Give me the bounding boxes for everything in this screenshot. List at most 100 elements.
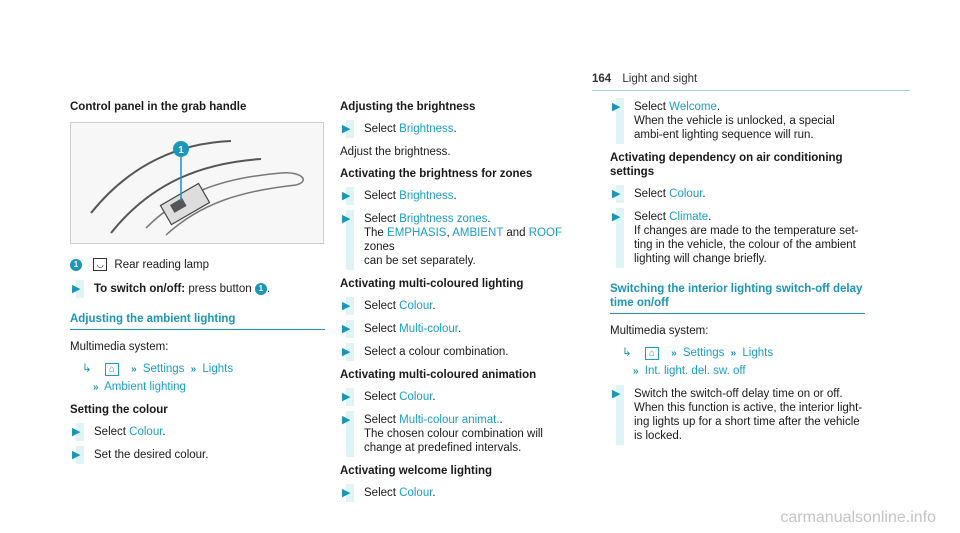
multimedia-label: Multimedia system:: [70, 341, 169, 353]
step-select-welcome: ▶ Select Welcome. When the vehicle is un…: [610, 98, 865, 144]
grab-handle-figure: 1: [70, 122, 324, 244]
option-colour[interactable]: Colour: [129, 426, 163, 438]
step-arrow-icon: ▶: [612, 101, 621, 113]
step-text: zones: [364, 241, 395, 253]
zone-emphasis[interactable]: EMPHASIS: [387, 227, 447, 239]
home-icon: ⌂: [104, 363, 119, 376]
option-welcome[interactable]: Welcome: [669, 101, 717, 113]
step-arrow-icon: ▶: [342, 190, 351, 202]
step-arrow-icon: ▶: [342, 346, 351, 358]
step-arrow-icon: ▶: [342, 391, 351, 403]
reading-lamp-icon: ◡: [93, 258, 108, 272]
step-select-brightness-2: ▶ Select Brightness.: [340, 187, 580, 205]
punct: .: [432, 300, 436, 312]
step-text: and: [506, 227, 526, 239]
watermark: carmanualsonline.info: [780, 509, 936, 526]
menu-ambient-lighting[interactable]: Ambient lighting: [104, 381, 186, 393]
subheading-welcome: Activating welcome lighting: [340, 465, 493, 477]
subheading-air-conditioning: Activating dependency on air conditionin…: [610, 152, 843, 178]
menu-lights[interactable]: Lights: [742, 347, 774, 359]
step-arrow-icon: ▶: [342, 414, 351, 426]
step-arrow-icon: ▶: [612, 188, 621, 200]
multimedia-label: Multimedia system:: [610, 325, 709, 337]
option-brightness[interactable]: Brightness: [399, 123, 454, 135]
chevron-icon: »: [131, 364, 137, 375]
step-select-animation: ▶ Select Multi-colour animat.. The chose…: [340, 411, 580, 457]
option-colour[interactable]: Colour: [669, 188, 703, 200]
subheading-multicolour: Activating multi-coloured lighting: [340, 278, 524, 290]
step-select-climate: ▶ Select Climate. If changes are made to…: [610, 208, 865, 268]
punct: .: [499, 414, 503, 426]
punct: .: [162, 426, 166, 438]
step-text: Select: [94, 426, 126, 438]
step-arrow-icon: ▶: [72, 283, 81, 295]
menu-path: ↳ ⌂ » Settings » Lights » Ambient lighti…: [70, 362, 325, 395]
step-switch-delay: ▶ Switch the switch-off delay time on or…: [610, 385, 865, 445]
callout-number: 1: [254, 282, 267, 295]
step-text: Select: [364, 300, 396, 312]
section-title-switch-off-delay: Switching the interior lighting switch-o…: [610, 282, 865, 314]
menu-settings[interactable]: Settings: [682, 347, 725, 359]
menu-int-light-del[interactable]: Int. light. del. sw. off: [644, 365, 746, 377]
step-text: Select: [634, 211, 666, 223]
chevron-icon: »: [190, 364, 197, 375]
option-colour[interactable]: Colour: [399, 391, 433, 403]
svg-text:1: 1: [178, 145, 184, 156]
heading-brightness: Adjusting the brightness: [340, 101, 476, 113]
step-select-brightness: ▶ Select Brightness.: [340, 120, 580, 138]
step-text: Select: [364, 414, 396, 426]
menu-path: ↳ ⌂ » Settings » Lights » Int. light. de…: [610, 346, 865, 379]
chevron-icon: »: [633, 366, 639, 377]
legend-item: 1 ◡ Rear reading lamp: [70, 258, 325, 272]
step-arrow-icon: ▶: [342, 487, 351, 499]
page-header: 164 Light and sight: [592, 73, 697, 85]
adjust-brightness-text: Adjust the brightness.: [340, 146, 451, 158]
step-text: Select: [364, 487, 396, 499]
step-arrow-icon: ▶: [72, 449, 81, 461]
step-text: Switch the switch-off delay time on or o…: [634, 388, 863, 442]
step-select-colour: ▶ Select Colour.: [340, 297, 580, 315]
punct: .: [453, 123, 457, 135]
punct: .: [702, 188, 706, 200]
callout-number: 1: [70, 258, 82, 271]
step-select-multicolour: ▶ Select Multi-colour.: [340, 320, 580, 338]
punct: .: [453, 190, 457, 202]
menu-lights[interactable]: Lights: [202, 363, 234, 375]
step-set-colour: ▶ Set the desired colour.: [70, 446, 325, 464]
step-select-colour-3: ▶ Select Colour.: [340, 484, 580, 502]
step-text: Select: [364, 190, 396, 202]
zone-roof[interactable]: ROOF: [528, 227, 562, 239]
option-brightness[interactable]: Brightness: [399, 190, 454, 202]
hook-arrow-icon: ↳: [82, 363, 92, 375]
page-number: 164: [592, 73, 612, 85]
step-text: Select: [364, 213, 396, 225]
option-colour[interactable]: Colour: [399, 487, 433, 499]
subheading-multicolour-animation: Activating multi-coloured animation: [340, 369, 537, 381]
punct: .: [708, 211, 712, 223]
chevron-icon: »: [730, 348, 737, 359]
hook-arrow-icon: ↳: [622, 347, 632, 359]
option-multicolour[interactable]: Multi-colour: [399, 323, 458, 335]
zone-ambient[interactable]: AMBIENT: [452, 227, 504, 239]
step-text: Select: [364, 391, 396, 403]
step-text: can be set separately.: [364, 255, 476, 267]
step-arrow-icon: ▶: [72, 426, 81, 438]
step-label: To switch on/off:: [94, 283, 186, 295]
option-brightness-zones[interactable]: Brightness zones: [399, 213, 488, 225]
step-text: The chosen colour combination will chang…: [364, 428, 543, 454]
column-1: Control panel in the grab handle 1 1 ◡ R…: [70, 100, 325, 471]
column-2: Adjusting the brightness ▶ Select Bright…: [340, 100, 580, 509]
step-switch-on-off: ▶ To switch on/off: press button 1.: [70, 280, 325, 298]
step-text: Select: [634, 101, 666, 113]
step-select-combination: ▶ Select a colour combination.: [340, 343, 580, 361]
step-select-colour: ▶ Select Colour.: [610, 185, 865, 203]
step-text: Select: [634, 188, 666, 200]
step-text: When the vehicle is unlocked, a special …: [634, 115, 835, 141]
option-colour[interactable]: Colour: [399, 300, 433, 312]
page-header-title: Light and sight: [622, 73, 698, 85]
option-climate[interactable]: Climate: [669, 211, 709, 223]
punct: .: [432, 487, 436, 499]
menu-settings[interactable]: Settings: [142, 363, 185, 375]
step-arrow-icon: ▶: [342, 323, 351, 335]
option-multicolour-animation[interactable]: Multi-colour animat.: [399, 414, 500, 426]
